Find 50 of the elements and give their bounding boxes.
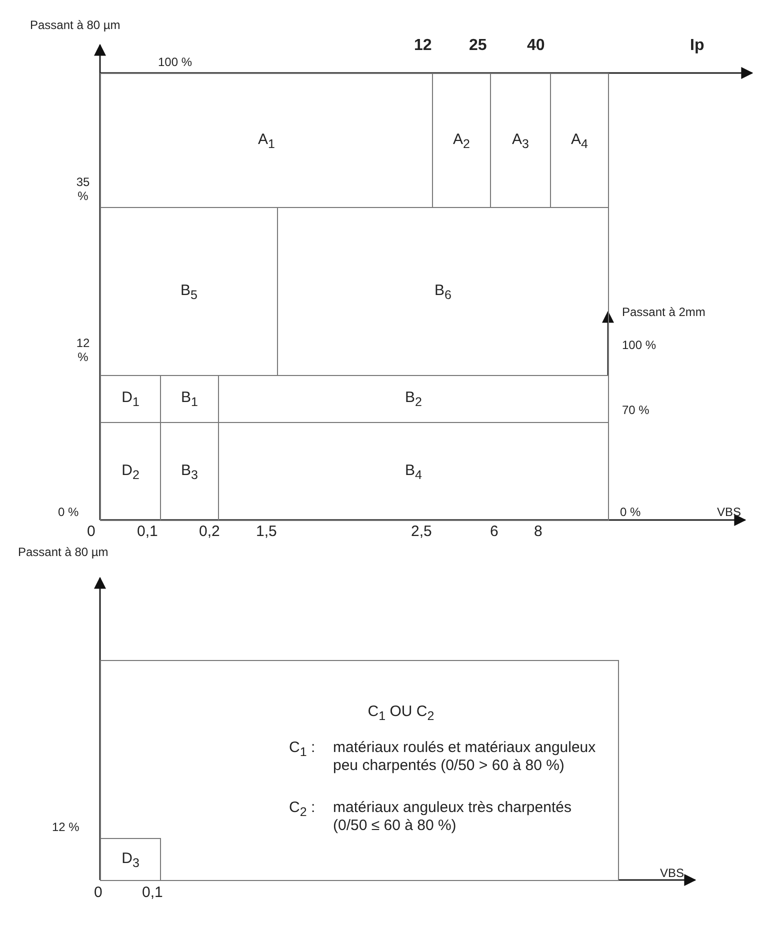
zone-label: D$_{2}$ xyxy=(122,462,140,482)
zone-label: B$_{6}$ xyxy=(434,282,452,302)
zone-label: A$_{1}$ xyxy=(258,130,275,150)
tick-label: 70 % xyxy=(622,403,650,417)
tick-label: 12 % xyxy=(75,336,91,364)
zone-label: A$_{2}$ xyxy=(453,130,470,150)
tick-label: 25 xyxy=(469,37,487,55)
zone-description: matériaux anguleux très charpentés (0/50 ≤ 60 à 80 %) xyxy=(333,799,572,834)
zone-label: B$_{5}$ xyxy=(180,282,198,302)
axis-title: VBS xyxy=(660,866,684,880)
tick-label: 6 xyxy=(490,523,498,540)
zone-box xyxy=(100,422,161,521)
axis-title: VBS xyxy=(717,505,742,519)
tick-label: 1,5 xyxy=(256,523,277,540)
zone-box xyxy=(100,73,433,208)
tick-label: 100 % xyxy=(158,55,192,69)
axis-title: Passant à 80 µm xyxy=(18,545,108,559)
tick-label: 0,2 xyxy=(199,523,220,540)
tick-label: 0 % xyxy=(58,505,79,519)
tick-label: 100 % xyxy=(622,338,656,352)
tick-label: 0 xyxy=(87,523,96,540)
tick-label: 0 xyxy=(94,884,102,901)
axis-title: Passant à 2mm xyxy=(622,305,706,319)
tick-label: 8 xyxy=(534,523,542,540)
zone-label: A$_{3}$ xyxy=(512,130,529,150)
tick-label: 0,1 xyxy=(142,884,163,901)
zone-label: B$_{1}$ xyxy=(181,389,198,409)
tick-label: 40 xyxy=(527,37,545,55)
zone-label: D$_{3}$ xyxy=(122,850,140,870)
zone-label: B$_{4}$ xyxy=(405,462,422,482)
zone-box xyxy=(218,422,609,521)
zone-box xyxy=(100,660,619,881)
axis-title: Passant à 80 µm xyxy=(30,18,120,32)
tick-label: 12 xyxy=(414,37,432,55)
zone-label: B$_{2}$ xyxy=(405,389,422,409)
tick-label: 0 % xyxy=(620,505,641,519)
zone-key: C$_{1}$ : xyxy=(289,739,316,756)
zone-key: C$_{2}$ : xyxy=(289,799,316,816)
zone-title: C$_{1}$ OU C$_{2}$ xyxy=(368,703,434,720)
zone-box xyxy=(100,838,161,881)
tick-label: 2,5 xyxy=(411,523,432,540)
zone-box xyxy=(550,73,609,208)
zone-label: D$_{1}$ xyxy=(122,389,140,409)
tick-label: 35 % xyxy=(75,175,91,203)
tick-label: 12 % xyxy=(52,820,80,834)
zone-label: A$_{4}$ xyxy=(571,130,588,150)
zone-label: B$_{3}$ xyxy=(181,462,198,482)
tick-label: 0,1 xyxy=(137,523,158,540)
zone-description: matériaux roulés et matériaux anguleux peu charpentés (0/50 > 60 à 80 %) xyxy=(333,739,596,774)
axis-title: Ip xyxy=(690,37,704,55)
